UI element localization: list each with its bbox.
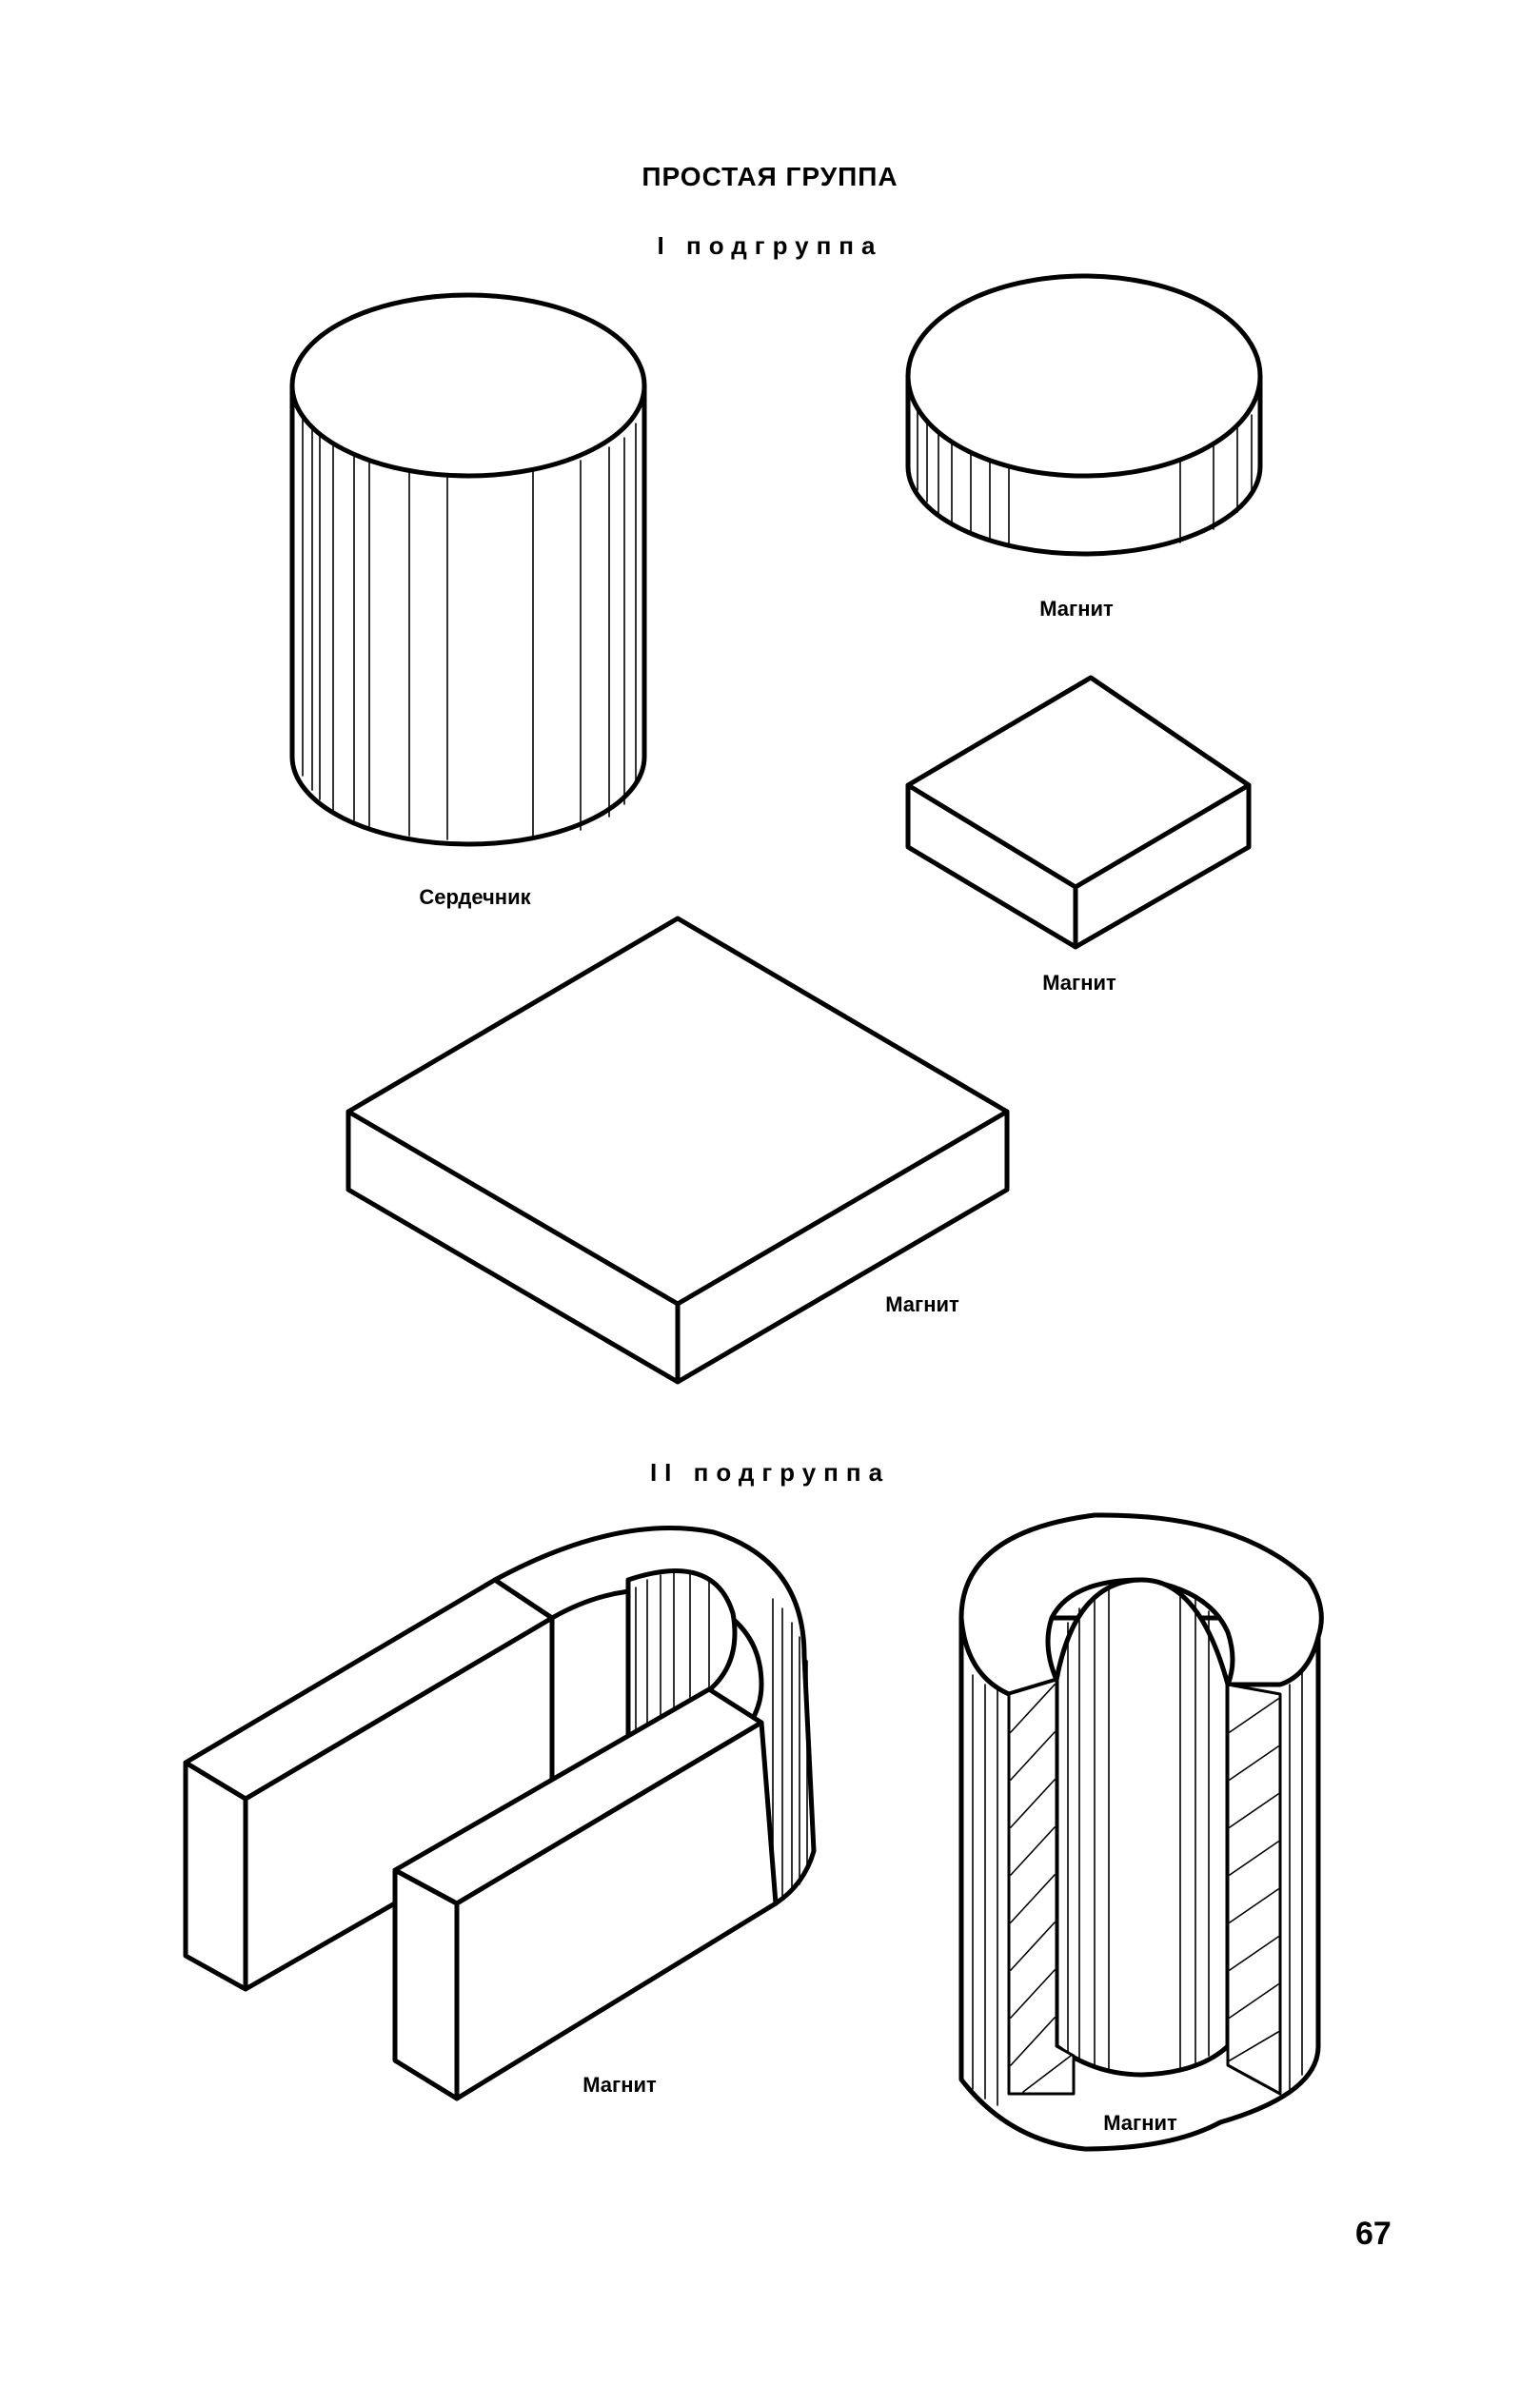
horseshoe-inner-lines [635,1571,710,1739]
magnet-disc [905,273,1263,557]
core-cylinder [289,292,647,847]
ring-hatch-left [1010,1684,1072,2093]
page-number: 67 [1355,2216,1392,2252]
subgroup-1-heading: I подгруппа [657,231,883,260]
magnet-disc-label: Магнит [1039,597,1114,621]
core-label: Сердечник [419,885,531,909]
ring-bore-lines [1067,1588,1210,2070]
magnet-ring-label: Магнит [1103,2111,1177,2135]
magnet-large-block-label: Магнит [885,1292,959,1316]
ring-hatch-right [1229,1698,1279,2061]
magnet-large-block [346,916,1010,1385]
magnet-small-block [905,675,1252,950]
page-title: ПРОСТАЯ ГРУППА [642,162,898,191]
ring-outer-lines [972,1669,1303,2106]
magnet-horseshoe-label: Магнит [582,2073,657,2097]
magnet-ring [958,1512,1324,2152]
core-shading-lines [302,418,637,840]
subgroup-2-heading: II подгруппа [649,1458,891,1487]
magnet-small-block-label: Магнит [1042,971,1116,995]
magnet-horseshoe [183,1526,817,2101]
